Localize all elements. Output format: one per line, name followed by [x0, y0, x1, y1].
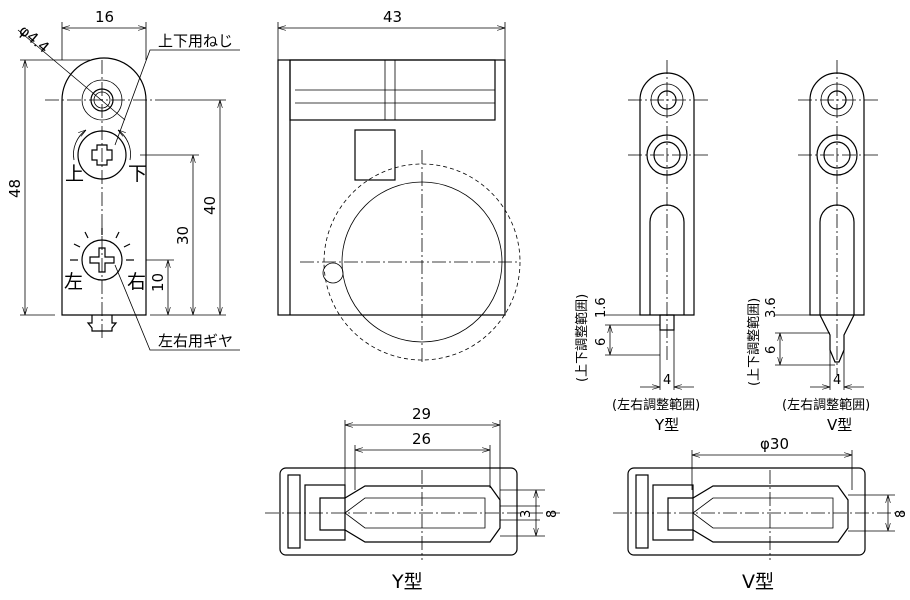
label-up: 上 — [65, 163, 84, 185]
v-vertical-range: (上下調整範囲) — [747, 298, 762, 386]
y-type-label: Y型 — [654, 416, 679, 434]
dim-v-8: 8 — [894, 510, 909, 518]
front-view: 16 φ4.4 48 40 30 10 上下用ねじ 上 下 左 右 左右用ギヤ — [6, 8, 240, 351]
phillips-head-icon — [91, 144, 113, 166]
v-lateral-range: (左右調整範囲) — [782, 398, 870, 413]
dim-dia-30: φ30 — [760, 435, 789, 453]
dim-29: 29 — [412, 405, 431, 423]
dim-26: 26 — [412, 430, 431, 448]
side-view: 43 — [277, 8, 521, 365]
v-dim-top: 3.6 — [764, 297, 779, 318]
dim-10: 10 — [149, 273, 167, 292]
label-lateral-gear: 左右用ギヤ — [158, 332, 233, 350]
label-down: 下 — [128, 163, 147, 185]
dim-30: 30 — [174, 226, 192, 245]
v-type-view: 3.6 6 (上下調整範囲) 4 (左右調整範囲) V型 — [747, 60, 878, 434]
dim-8: 8 — [545, 510, 560, 518]
dim-side-width: 43 — [383, 8, 402, 26]
v-dim-lateral: 4 — [833, 373, 841, 388]
y-lateral-range: (左右調整範囲) — [612, 398, 700, 413]
v-type-label: V型 — [827, 416, 852, 434]
dim-3: 3 — [519, 510, 534, 518]
v-dim-range: 6 — [764, 346, 779, 354]
y-dim-top: 1.6 — [594, 297, 609, 318]
dim-hole-dia: φ4.4 — [15, 21, 52, 56]
label-left: 左 — [64, 271, 83, 293]
y-dim-lateral: 4 — [663, 373, 671, 388]
v-bottom-view: φ30 8 V型 — [613, 435, 909, 593]
v-bottom-label: V型 — [742, 571, 774, 593]
y-bottom-view: 29 26 3 8 Y型 — [265, 405, 560, 593]
y-bottom-label: Y型 — [391, 571, 423, 593]
dim-height: 48 — [6, 179, 24, 198]
label-vertical-screw: 上下用ねじ — [158, 32, 233, 50]
y-vertical-range: (上下調整範囲) — [575, 294, 590, 382]
y-type-view: 1.6 6 (上下調整範囲) 4 (左右調整範囲) Y型 — [575, 60, 708, 434]
y-dim-range: 6 — [594, 338, 609, 346]
dim-width: 16 — [95, 8, 114, 26]
label-right: 右 — [127, 271, 146, 293]
dim-40: 40 — [201, 196, 219, 215]
